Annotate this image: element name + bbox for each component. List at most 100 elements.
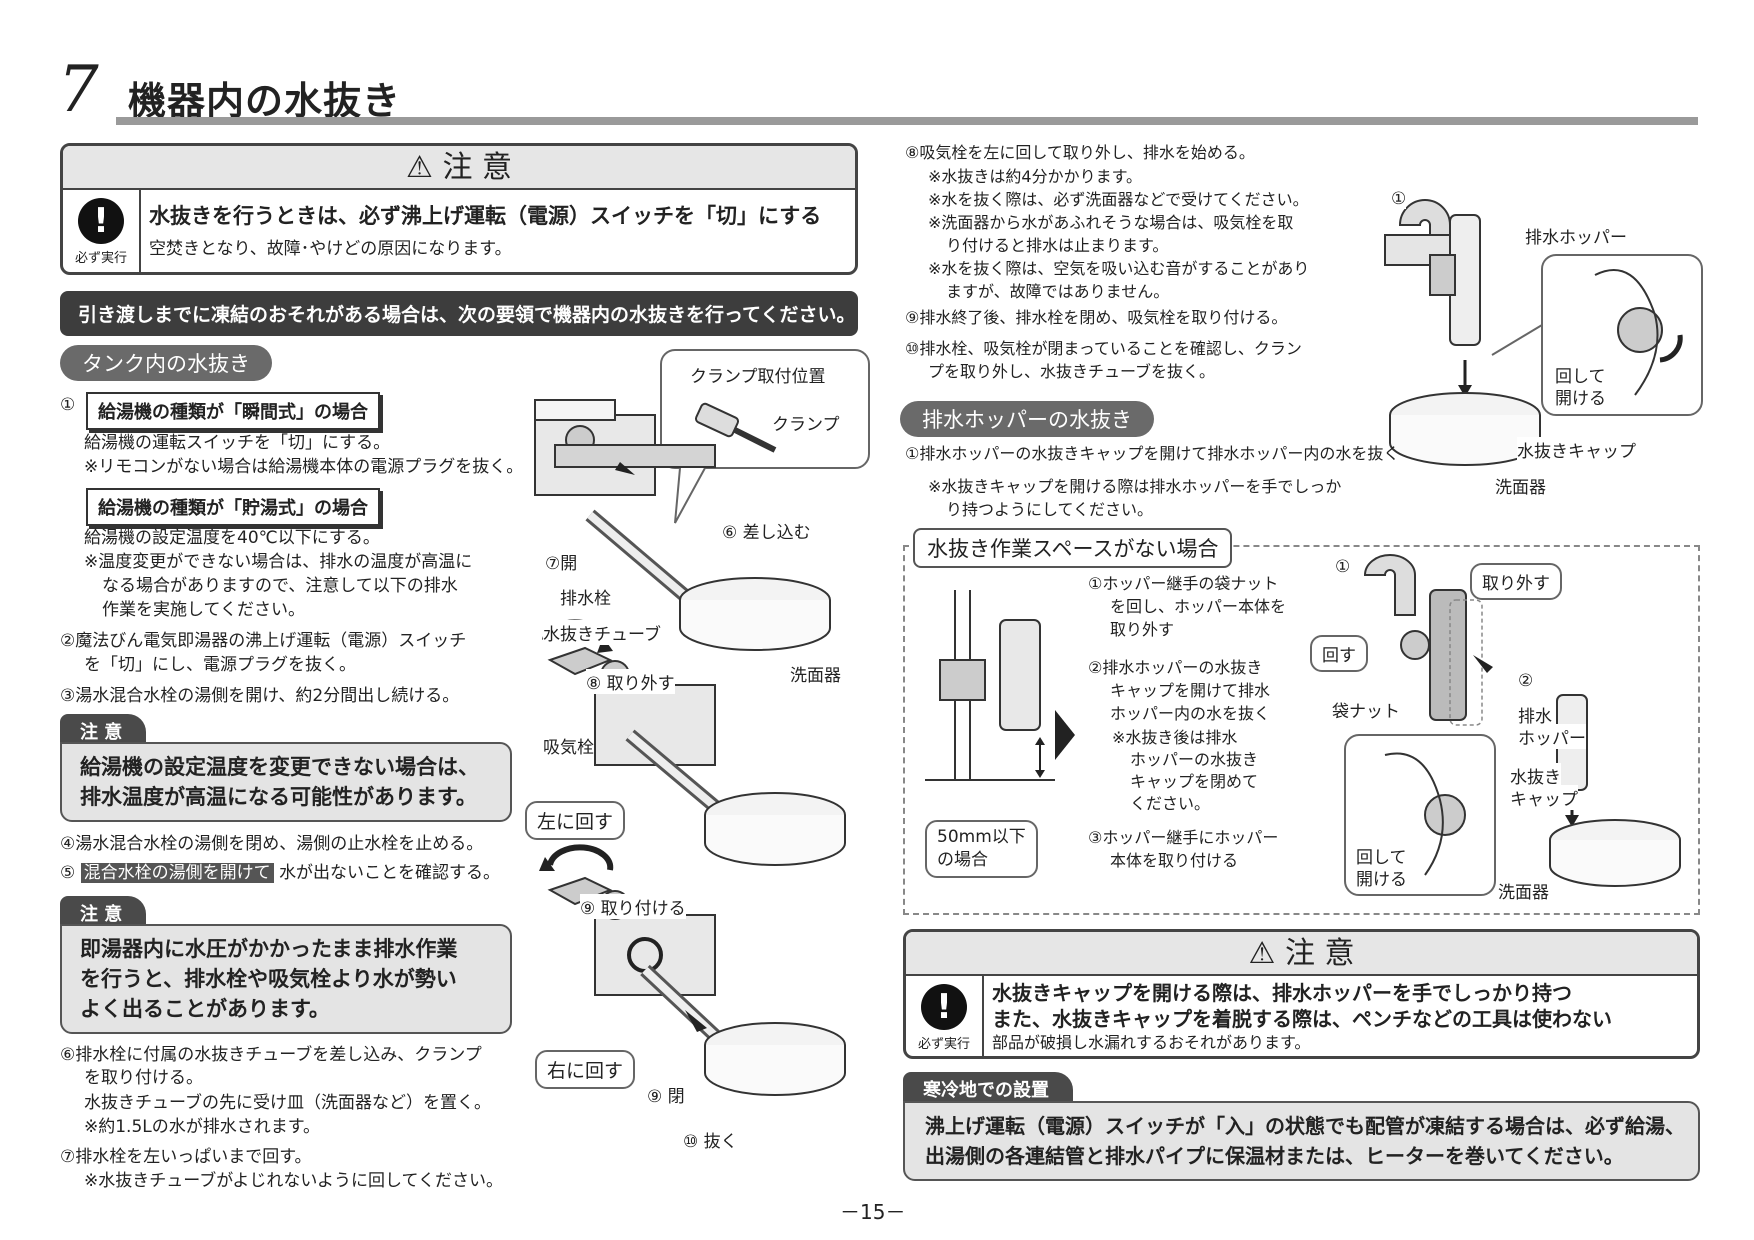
instant-line-2: ※リモコンがない場合は給湯機本体の電源プラグを抜く。	[84, 457, 524, 477]
cold-region-body: 沸上げ運転（電源）スイッチが「入」の状態でも配管が凍結する場合は、必ず給湯、 出…	[903, 1101, 1700, 1181]
type-storage-label: 給湯機の種類が「貯湯式」の場合	[86, 488, 380, 526]
step10-line-2: プを取り外し、水抜きチューブを抜く。	[928, 362, 1216, 381]
no-space-step1a: ①ホッパー継手の袋ナット	[1088, 574, 1279, 593]
no-space-pipe-illustration	[925, 590, 1075, 781]
no-space-step2a: ②排水ホッパーの水抜き	[1088, 658, 1263, 677]
step10-line-1: ⑩排水栓、吸気栓が閉まっていることを確認し、クラン	[905, 339, 1302, 358]
hopper-note-a: ※水抜きキャップを開ける際は排水ホッパーを手でしっか	[928, 477, 1342, 496]
turn-right-label: 右に回す	[535, 1050, 636, 1089]
open-label: ⑦開	[545, 549, 578, 574]
step5-highlight: 混合水栓の湯側を開けて	[80, 863, 274, 883]
no-space-step2-note3: キャップを閉めて	[1130, 772, 1259, 791]
section-number: 7	[58, 53, 99, 127]
top-caution-main: 水抜きを行うときは、必ず沸上げ運転（電源）スイッチを「切」にする	[149, 204, 822, 228]
basin-label-top: 洗面器	[1495, 473, 1546, 498]
middle-illustrations	[534, 349, 870, 1096]
no-space-basin-label: 洗面器	[1498, 878, 1549, 903]
step7-line-1: ⑦排水栓を左いっぱいまで回す。	[60, 1147, 312, 1167]
no-space-step2-note4: ください。	[1130, 794, 1211, 813]
step8-note-1: ※水抜きは約4分かかります。	[928, 167, 1142, 186]
no-space-cap-label-1: 水抜き	[1510, 763, 1561, 788]
section-title: 機器内の水抜き	[128, 79, 402, 123]
step8-note-3a: ※洗面器から水があふれそうな場合は、吸気栓を取	[928, 213, 1294, 232]
intro-bar: 引き渡しまでに凍結のおそれがある場合は、次の要領で機器内の水抜きを行ってください…	[60, 291, 858, 336]
no-space-box	[903, 545, 1700, 915]
top-caution-box: ⚠ 注 意 ! 必ず実行 水抜きを行うときは、必ず沸上げ運転（電源）スイッチを「…	[60, 143, 858, 275]
no-space-step2c: ホッパー内の水を抜く	[1110, 704, 1271, 723]
step3: ③湯水混合水栓の湯側を開け、約2分間出し続ける。	[60, 686, 460, 706]
mandatory-label: 必ず実行	[74, 250, 127, 266]
pull-label: ⑩ 抜く	[683, 1127, 738, 1152]
no-space-step3a: ③ホッパー継手にホッパー	[1088, 828, 1279, 847]
clamp-label: クランプ	[772, 410, 840, 435]
title-rule	[116, 117, 1698, 125]
turn-left-label: 左に回す	[525, 801, 626, 840]
step6-line-4: ※約1.5Lの水が排水されます。	[84, 1117, 321, 1137]
step9: ⑨排水終了後、排水栓を閉め、吸気栓を取り付ける。	[905, 308, 1288, 327]
step6-line-1: ⑥排水栓に付属の水抜きチューブを差し込み、クランプ	[60, 1045, 482, 1065]
no-space-step1c: 取り外す	[1110, 620, 1175, 639]
step7-line-2: ※水抜きチューブがよじれないように回してください。	[84, 1171, 504, 1191]
instant-line-1: 給湯機の運転スイッチを「切」にする。	[84, 433, 391, 453]
hopper-fig-number: ①	[1391, 189, 1407, 209]
step8-note-4a: ※水を抜く際は、空気を吸い込む音がすることがあり	[928, 259, 1310, 278]
insert-label: ⑥ 差し込む	[722, 518, 811, 543]
step6-line-3: 水抜きチューブの先に受け皿（洗面器など）を置く。	[84, 1093, 491, 1113]
no-space-title: 水抜き作業スペースがない場合	[913, 528, 1233, 568]
step4: ④湯水混合水栓の湯側を閉め、湯側の止水栓を止める。	[60, 834, 484, 854]
storage-line-2: ※温度変更ができない場合は、排水の温度が高温に	[84, 552, 473, 572]
no-space-turn-label: 回す	[1310, 635, 1368, 672]
no-space-step2-note2: ホッパーの水抜き	[1130, 750, 1259, 769]
no-space-step3b: 本体を取り付ける	[1110, 851, 1239, 870]
exclamation-icon: !	[921, 983, 967, 1030]
attach-label: ⑨ 取り付ける	[580, 894, 686, 919]
hopper-note-b: り持つようにしてください。	[946, 500, 1154, 519]
air-plug-label: 吸気栓	[543, 733, 594, 758]
storage-line-1: 給湯機の設定温度を40℃以下にする。	[84, 528, 380, 548]
clamp-position-label: クランプ取付位置	[690, 362, 826, 387]
step8-note-3b: り付けると排水は止まります。	[946, 236, 1169, 255]
top-caution-header: ⚠ 注 意	[63, 146, 855, 190]
hopper-illustration	[1384, 199, 1703, 466]
tank-heading: タンク内の水抜き	[60, 345, 272, 381]
hopper-heading: 排水ホッパーの水抜き	[900, 401, 1154, 437]
open-twist-label-1: 回して	[1555, 362, 1606, 387]
no-space-cap-label-2: キャップ	[1510, 785, 1578, 810]
open-twist-label-2: 開ける	[1555, 384, 1606, 409]
storage-line-3: なる場合がありますので、注意して以下の排水	[102, 576, 458, 596]
exclamation-icon: !	[78, 197, 124, 244]
hopper-label: 排水ホッパー	[1525, 223, 1627, 248]
no-space-remove-label: 取り外す	[1470, 563, 1562, 600]
step1-number: ①	[60, 395, 76, 415]
bottom-caution-line-1: 水抜きキャップを開ける際は、排水ホッパーを手でしっかり持つ	[992, 981, 1572, 1005]
basin-label-1: 洗面器	[790, 661, 841, 686]
no-space-step1b: を回し、ホッパー本体を	[1110, 597, 1287, 616]
step8-note-4b: ますが、故障ではありません。	[946, 282, 1170, 301]
bottom-caution-line-2: また、水抜きキャップを着脱する際は、ペンチなどの工具は使わない	[992, 1007, 1612, 1031]
note1-body: 給湯機の設定温度を変更できない場合は、 排水温度が高温になる可能性があります。	[60, 742, 512, 822]
warning-triangle-icon: ⚠	[1248, 936, 1276, 971]
step2-line-2: を「切」にし、電源プラグを抜く。	[84, 655, 356, 675]
page-number: －15－	[840, 1200, 906, 1224]
no-space-hopper-label-2: ホッパー	[1518, 724, 1586, 749]
no-space-open-label-1: 回して	[1356, 843, 1407, 868]
bottom-caution-box: ⚠ 注 意 ! 必ず実行 水抜きキャップを開ける際は、排水ホッパーを手でしっかり…	[903, 929, 1700, 1059]
no-space-open-label-2: 開ける	[1356, 865, 1407, 890]
cap-label: 水抜きキャップ	[1517, 437, 1636, 462]
step5: ⑤ 混合水栓の湯側を開けて 水が出ないことを確認する。	[60, 863, 501, 883]
drain-plug-label: 排水栓	[560, 584, 611, 609]
type-instant-label: 給湯機の種類が「瞬間式」の場合	[86, 392, 380, 430]
no-space-hopper-label-1: 排水	[1518, 702, 1552, 727]
mandatory-icon-cell-bottom: ! 必ず実行	[906, 976, 984, 1056]
no-space-nut-label: 袋ナット	[1332, 697, 1400, 722]
step8-line-1: ⑧吸気栓を左に回して取り外し、排水を始める。	[905, 143, 1255, 162]
top-caution-sub: 空焚きとなり、故障･やけどの原因になります。	[149, 239, 512, 259]
no-space-step2b: キャップを開けて排水	[1110, 681, 1271, 700]
close-label: ⑨ 閉	[647, 1082, 685, 1107]
bottom-caution-line-3: 部品が破損し水漏れするおそれがあります。	[992, 1033, 1311, 1052]
dim-callout: 50mm以下 の場合	[925, 820, 1038, 878]
tube-label: 水抜きチューブ	[543, 620, 661, 645]
cold-region-tab: 寒冷地での設置	[903, 1072, 1073, 1106]
mandatory-icon-cell: ! 必ず実行	[63, 190, 141, 272]
step8-note-2: ※水を抜く際は、必ず洗面器などで受けてください。	[928, 190, 1309, 209]
